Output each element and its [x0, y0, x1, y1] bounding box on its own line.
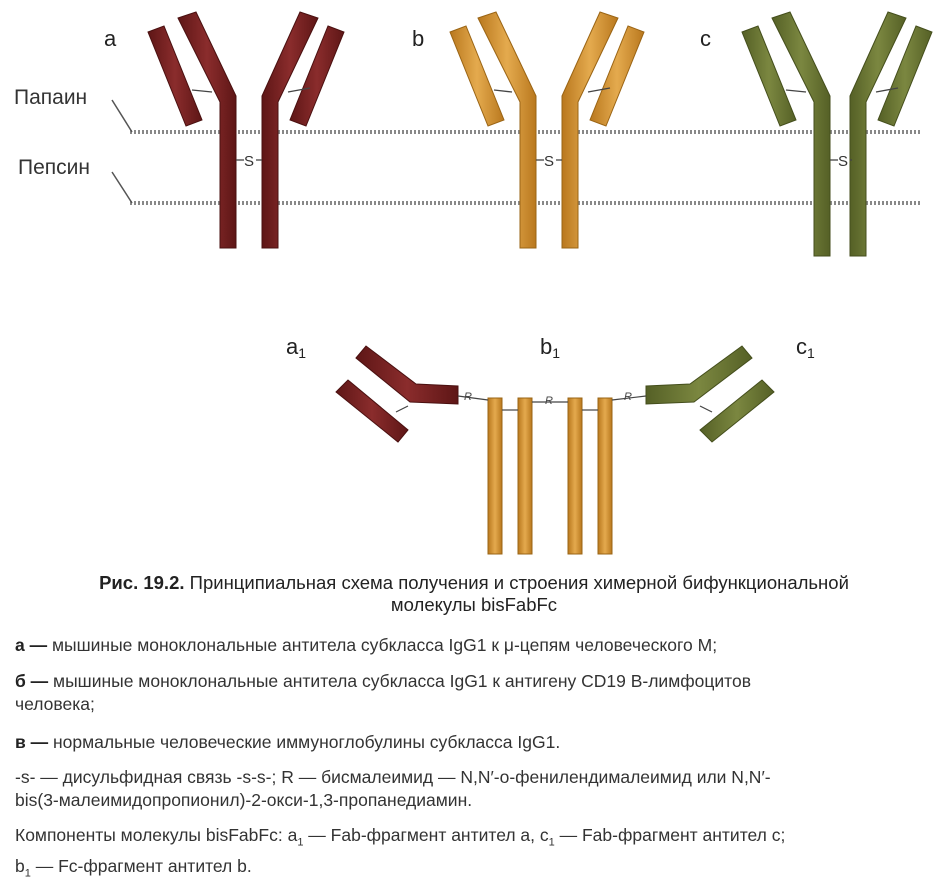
comp-text-3: — Fab-фрагмент антител с; [554, 825, 786, 845]
antibody-c-light-left [741, 25, 797, 127]
antibody-a-heavy-left [177, 11, 237, 249]
fab-c1 [645, 345, 775, 443]
linker-label-mid: R [545, 395, 553, 407]
papain-label: Папаин [14, 86, 88, 109]
antibody-b-heavy-left [477, 11, 537, 249]
label-c: c [700, 26, 711, 51]
antibody-b [449, 11, 645, 249]
caption-item-b: б — мышиные моноклональные антитела субк… [15, 670, 940, 716]
caption-item-b-key: б — [15, 671, 49, 691]
caption-item-b-text: мышиные моноклональные антитела субкласс… [53, 671, 752, 691]
caption-bond-line2: bis(3-малеимидопропионил)-2-окси-1,3-про… [15, 790, 473, 810]
comp-text-2: — Fab-фрагмент антител а, c [303, 825, 549, 845]
caption-bond-line1: -s- — дисульфидная связь -s-s-; R — бисм… [15, 767, 771, 787]
fab-c1-light [699, 379, 775, 443]
bond-c-left [785, 89, 807, 93]
bond-a1 [395, 405, 409, 413]
bond-label-c: S [838, 153, 848, 170]
antibody-diagram: S S S R R R [14, 11, 933, 555]
antibody-a-light-left [147, 25, 203, 127]
label-b1: b1 [540, 334, 561, 361]
bond-label-a: S [244, 153, 254, 170]
caption-item-a-key: а — [15, 635, 48, 655]
fc-b1-chain-1 [487, 397, 503, 555]
fc-b1-chain-3 [567, 397, 583, 555]
caption-item-c-text: нормальные человеческие иммуноглобулины … [53, 732, 561, 752]
bond-a-left [191, 89, 213, 93]
caption-title: Рис. 19.2. Принципиальная схема получени… [40, 572, 908, 594]
linker-b1-c1 [611, 395, 647, 401]
label-b: b [412, 26, 425, 51]
fab-c1-heavy [645, 345, 753, 405]
figure-title-line2: молекулы bisFabFc [390, 594, 558, 615]
diagram-canvas: S S S R R R [111, 11, 933, 555]
caption-components: Компоненты молекулы bisFabFc: a1 — Fab-ф… [15, 824, 940, 885]
caption-item-c: в — нормальные человеческие иммуноглобул… [15, 731, 940, 754]
figure-number: Рис. 19.2. [99, 572, 185, 593]
fab-a1 [335, 345, 459, 443]
comp-text-4: b [15, 855, 25, 876]
antibody-b-light-right [589, 25, 645, 127]
comp-text-1: Компоненты молекулы bisFabFc: a [15, 825, 298, 845]
papain-pointer [111, 99, 133, 133]
antibody-a [147, 11, 345, 249]
comp-text-5: — Fc-фрагмент антител b. [30, 855, 252, 876]
antibody-c-heavy-left [771, 11, 831, 257]
caption-bond-note: -s- — дисульфидная связь -s-s-; R — бисм… [15, 766, 940, 812]
comp-sub-2: 1 [548, 836, 555, 849]
fc-b1 [487, 397, 613, 555]
caption-item-a-text: мышиные моноклональные антитела субкласс… [51, 635, 718, 655]
bond-b-left [493, 89, 513, 93]
caption-item-a: а — мышиные моноклональные антитела субк… [15, 634, 940, 657]
pepsin-pointer [111, 171, 133, 204]
caption-item-b-text2: человека; [15, 694, 95, 714]
linker-label-right: R [624, 391, 632, 403]
antibody-a-heavy-right [261, 11, 319, 249]
fab-a1-light [335, 379, 409, 443]
antibody-b-heavy-right [561, 11, 619, 249]
figure-caption: Рис. 19.2. Принципиальная схема получени… [0, 572, 948, 879]
fc-b1-chain-2 [517, 397, 533, 555]
antibody-a-light-right [289, 25, 345, 127]
antibody-c [741, 11, 933, 257]
bond-label-b: S [544, 153, 554, 170]
figure-title-line1: Принципиальная схема получения и строени… [189, 572, 849, 593]
caption-item-c-key: в — [15, 732, 49, 752]
bond-b-right [587, 87, 611, 93]
fc-b1-chain-4 [597, 397, 613, 555]
comp-sub-1: 1 [297, 836, 304, 849]
label-c1: c1 [796, 334, 815, 361]
label-a1: a1 [286, 334, 307, 361]
antibody-c-heavy-right [849, 11, 907, 257]
bond-c1 [699, 405, 713, 413]
pepsin-label: Пепсин [18, 156, 90, 179]
antibody-c-light-right [877, 25, 933, 127]
label-a: a [104, 26, 117, 51]
linker-label-left: R [464, 391, 472, 403]
bond-a-right [287, 87, 311, 93]
antibody-b-light-left [449, 25, 505, 127]
fab-a1-heavy [355, 345, 459, 405]
linker-a1-b1 [457, 395, 489, 401]
bond-c-right [875, 87, 899, 93]
comp-sub-3: 1 [24, 867, 31, 879]
